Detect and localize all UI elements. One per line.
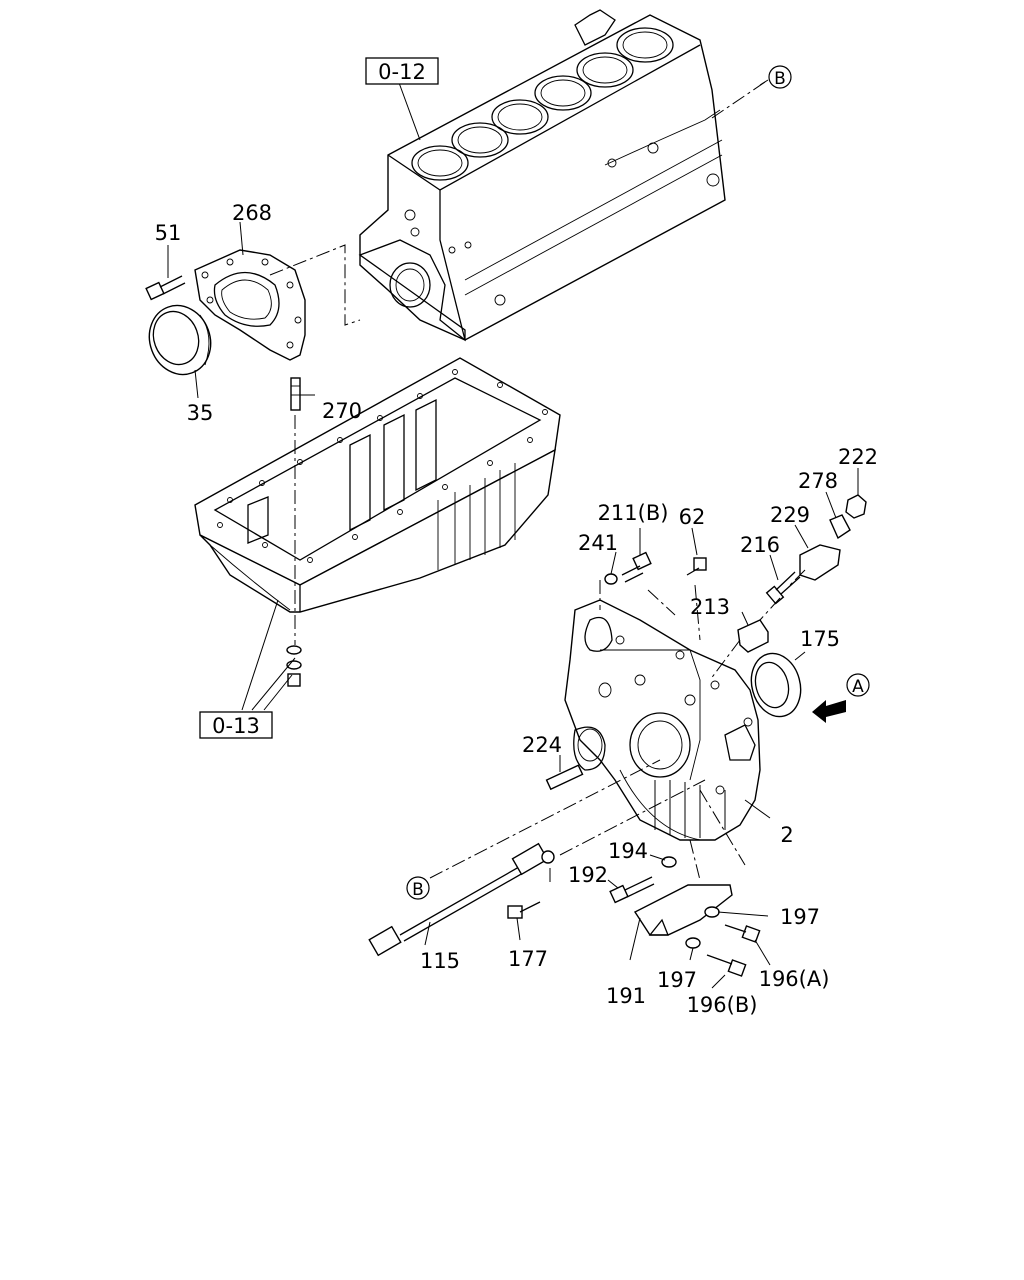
ref-box-block: 0-12 xyxy=(365,57,439,85)
sensor-216 xyxy=(765,571,801,605)
part-label-196a: 196(A) xyxy=(759,967,830,991)
callout-b-bottom: B xyxy=(406,876,430,900)
bolt-196b xyxy=(706,954,747,977)
bracket-229 xyxy=(799,544,841,581)
bolt-177 xyxy=(507,901,541,919)
part-label-222: 222 xyxy=(838,445,878,469)
washer-197b xyxy=(685,937,701,949)
bolt-62 xyxy=(686,557,707,576)
part-label-175: 175 xyxy=(800,627,840,651)
ref-block-label: 0-12 xyxy=(378,60,426,84)
assembly-lines xyxy=(167,79,859,989)
nut-222 xyxy=(845,494,867,519)
rear-oil-seal xyxy=(148,304,212,376)
bolt-211b xyxy=(621,551,652,583)
front-oil-seal xyxy=(750,652,802,718)
part-label-211b: 211(B) xyxy=(598,501,669,525)
clip-278 xyxy=(829,514,851,540)
part-label-197-lower: 197 xyxy=(657,968,697,992)
bolt-196a xyxy=(724,924,761,943)
part-label-197-right: 197 xyxy=(780,905,820,929)
part-label-2: 2 xyxy=(780,823,793,847)
oil-pan xyxy=(194,357,561,687)
part-label-192: 192 xyxy=(568,863,608,887)
part-label-241: 241 xyxy=(578,531,618,555)
ref-box-pan: 0-13 xyxy=(199,711,273,739)
bracket-213 xyxy=(737,619,769,653)
part-label-115: 115 xyxy=(420,949,460,973)
part-label-229: 229 xyxy=(770,503,810,527)
sensor-115 xyxy=(368,842,555,957)
ref-pan-label: 0-13 xyxy=(212,714,260,738)
washer-194 xyxy=(661,856,677,868)
callout-a-label: A xyxy=(852,677,864,697)
washer-197a xyxy=(704,906,720,918)
stud-224 xyxy=(545,764,584,791)
callout-b-bottom-label: B xyxy=(412,880,424,900)
part-label-62: 62 xyxy=(679,505,706,529)
flywheel-housing xyxy=(564,599,761,841)
part-labels: 51 268 35 270 211(B) 62 241 216 229 278 … xyxy=(155,201,878,1017)
part-label-213: 213 xyxy=(690,595,730,619)
part-label-177: 177 xyxy=(508,947,548,971)
part-label-35: 35 xyxy=(187,401,214,425)
part-label-191: 191 xyxy=(606,984,646,1008)
cylinder-block xyxy=(358,9,726,342)
part-label-51: 51 xyxy=(155,221,182,245)
callout-b-top: B xyxy=(768,65,792,89)
stud-270 xyxy=(290,377,301,411)
view-arrow xyxy=(812,700,846,723)
part-label-278: 278 xyxy=(798,469,838,493)
bolt-192 xyxy=(609,876,655,904)
part-label-216: 216 xyxy=(740,533,780,557)
rear-cover-bolt xyxy=(145,275,186,301)
callout-b-top-label: B xyxy=(774,69,786,89)
part-label-268: 268 xyxy=(232,201,272,225)
part-label-196b: 196(B) xyxy=(687,993,758,1017)
part-label-270: 270 xyxy=(322,399,362,423)
part-label-224: 224 xyxy=(522,733,562,757)
part-label-194: 194 xyxy=(608,839,648,863)
callout-a: A xyxy=(846,673,870,697)
rear-oil-seal-retainer xyxy=(194,249,306,361)
washer-241 xyxy=(604,573,618,585)
